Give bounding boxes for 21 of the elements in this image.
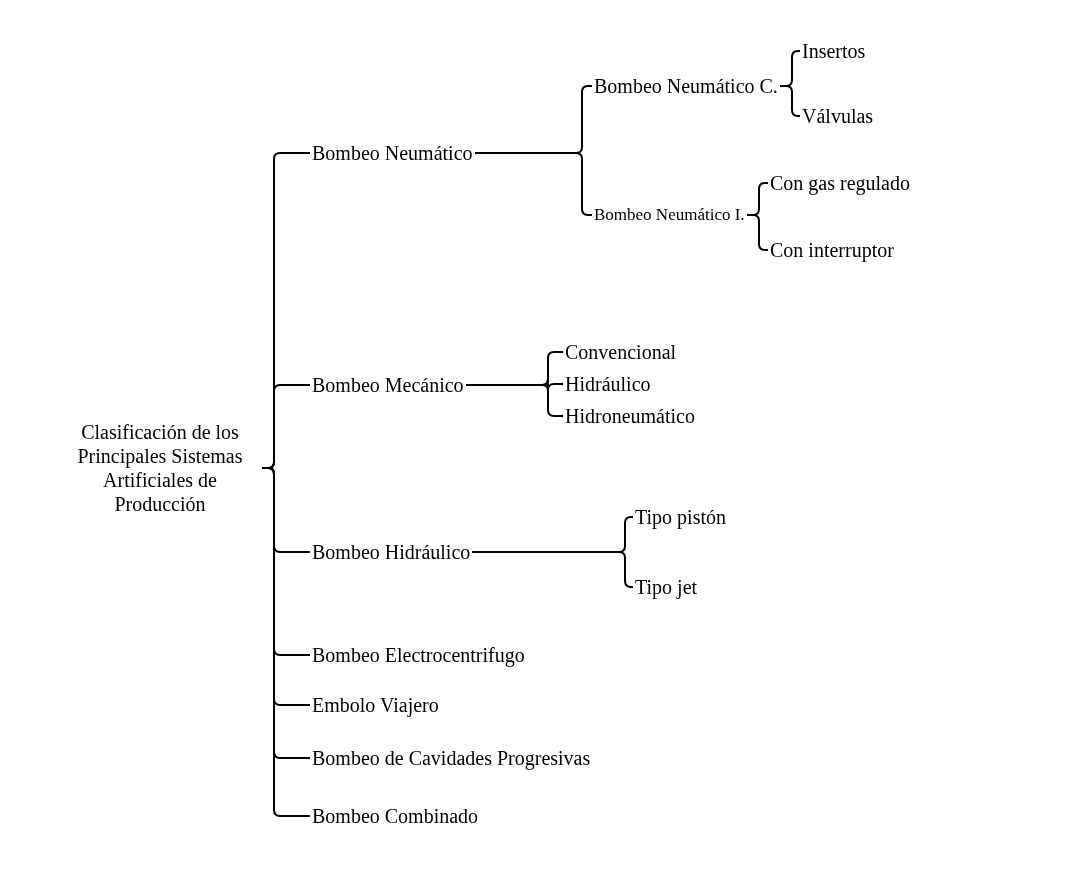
category-label: Con interruptor <box>770 238 894 262</box>
category-label: Bombeo Electrocentrifugo <box>312 643 525 667</box>
category-label: Bombeo de Cavidades Progresivas <box>312 746 591 770</box>
category-label: Bombeo Neumático I. <box>594 203 745 227</box>
category-label: Embolo Viajero <box>312 693 439 717</box>
category-label: Con gas regulado <box>770 171 910 195</box>
bracket-line <box>779 85 801 117</box>
category-label: Tipo pistón <box>635 505 726 529</box>
bracket-line <box>261 467 311 817</box>
category-label: Bombeo Mecánico <box>312 373 464 397</box>
root-label: Clasificación de los Principales Sistemas Artificiales de Producción <box>60 420 260 516</box>
category-label: Convencional <box>565 340 677 364</box>
category-label: Bombeo Neumático <box>312 141 473 165</box>
category-label: Hidráulico <box>565 372 651 396</box>
category-label: Bombeo Neumático C. <box>594 74 778 98</box>
category-label: Insertos <box>802 39 866 63</box>
category-label: Bombeo Hidráulico <box>312 540 471 564</box>
category-label: Hidroneumático <box>565 404 695 428</box>
category-label: Bombeo Combinado <box>312 804 479 828</box>
category-label: Válvulas <box>802 104 874 128</box>
category-label: Tipo jet <box>635 575 698 599</box>
